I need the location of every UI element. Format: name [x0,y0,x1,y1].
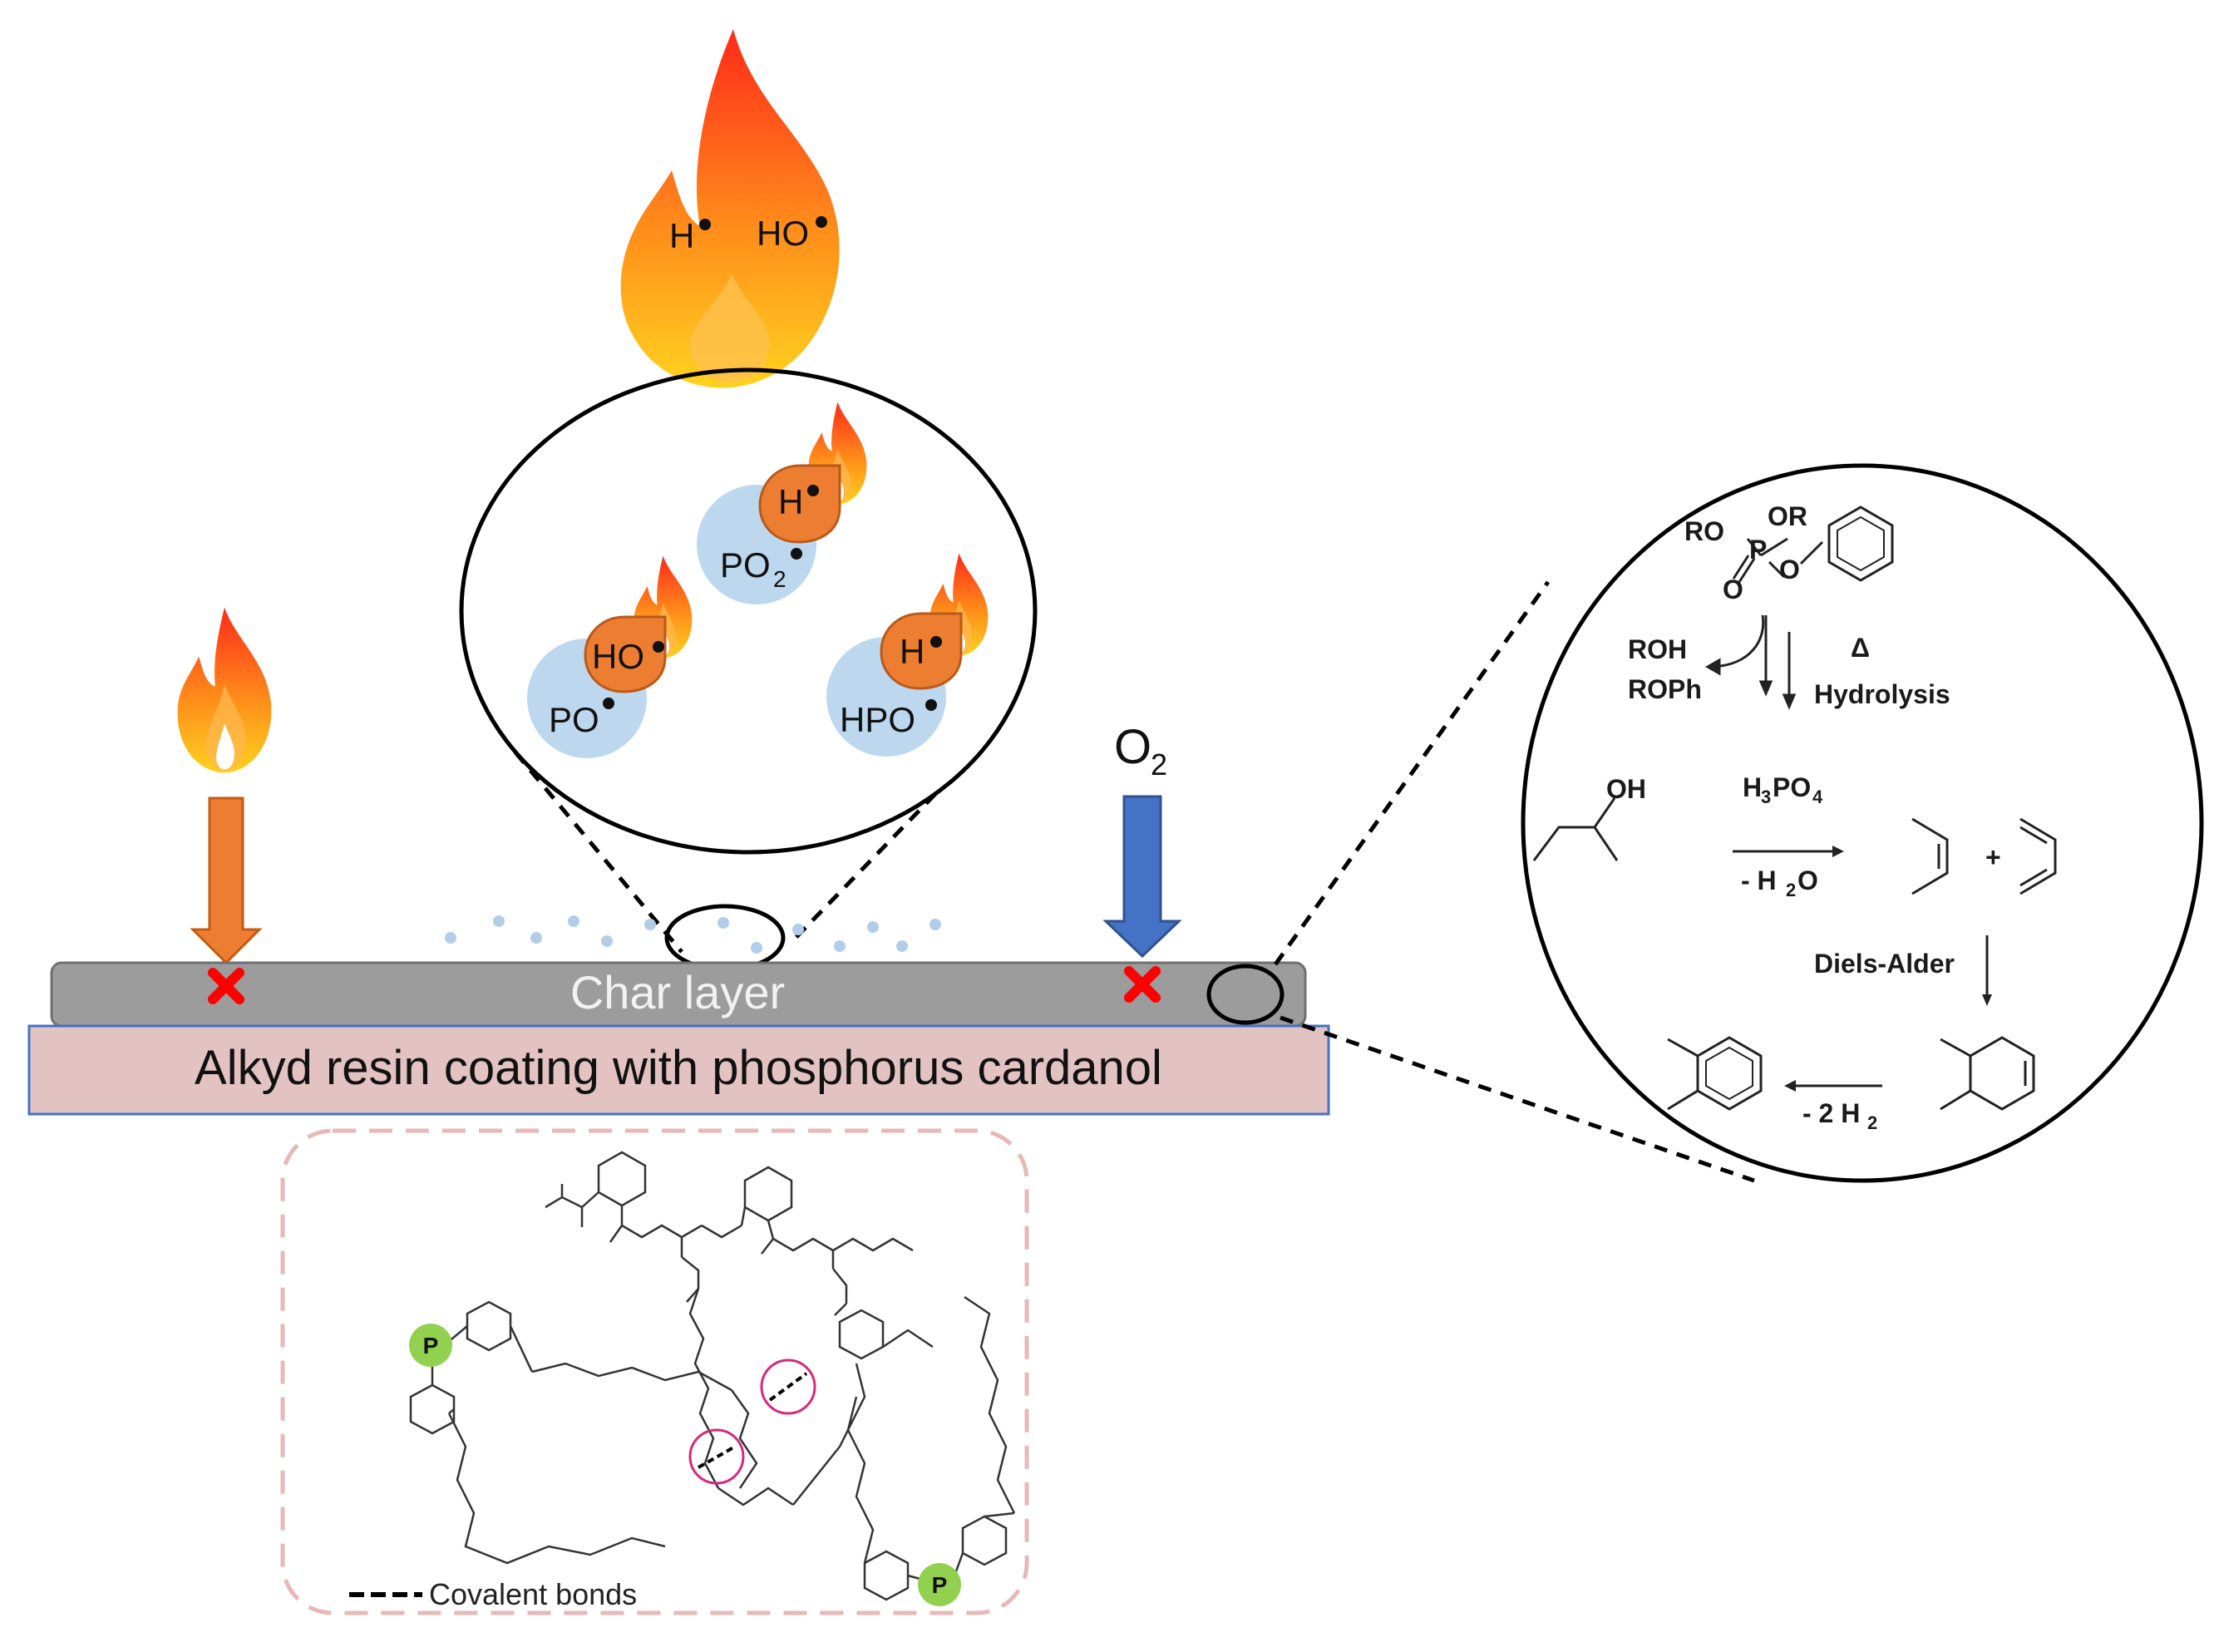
roh-label: ROH [1628,634,1687,664]
main-flame-icon [620,29,840,388]
condensed-phase-zoom: RO OR P O O ROH ROPh Δ Hydrolysis OH H 3… [1273,463,2204,1183]
flame-radical-h-dot [699,219,711,230]
oxygen-arrow [1102,795,1182,959]
gas-phase-particles [445,915,941,954]
acid-label-h: H [1743,772,1762,802]
oxygen-label: O [1114,720,1151,774]
zoom-connector-right [792,792,937,941]
radical-quenching-zoom: H PO 2 HO PO H HPO [459,367,1038,972]
phosphorus-node-label: P [932,1572,948,1598]
plus-sign: + [1985,842,2001,872]
quench-pair-hpo: H HPO [826,553,989,757]
zoom-connector-left [514,751,683,954]
zoom-circle-right [1521,463,2204,1183]
cyclohexene-structure [1940,1036,2035,1111]
zoom-connector-upper [1273,580,1551,966]
quencher-dot [791,548,802,560]
phosphorus-label: P [1749,535,1767,565]
char-layer-label: Char layer [570,966,785,1018]
hydrolysis-label: Hydrolysis [1814,679,1950,709]
minus-water-label: - H [1741,865,1777,895]
roph-label: ROPh [1628,674,1702,704]
cardanol-rings [409,1300,1015,1601]
flame-radical-h-label: H [669,216,694,255]
quencher-subscript: 2 [773,566,786,592]
legend-label: Covalent bonds [429,1577,637,1611]
hydroxyl-label: OH [1606,774,1646,804]
alkyd-backbone [545,1151,914,1360]
phosphate-ester-structure [1732,505,1894,583]
flame-radical-ho-label: HO [757,214,809,253]
phosphorus-node-label: P [423,1333,439,1359]
radical-drop [758,464,841,544]
butanol-structure [1532,797,1619,861]
crosslink-markers [688,1359,816,1485]
radical-dot [807,485,819,496]
coating-stack: Char layer Alkyd resin coating with phos… [27,961,1330,1116]
quencher-dot [925,699,937,711]
dashed-frame [280,1128,1029,1615]
crosslink-circle [688,1428,745,1485]
quench-pair-po2: H PO 2 [697,402,867,604]
ro-label: RO [1684,516,1724,546]
delta-label: Δ [1851,633,1870,663]
radical-dot [930,636,942,648]
quencher-label: PO [720,545,771,584]
main-flame: H HO [620,29,840,388]
diels-alder-label: Diels-Alder [1814,949,1955,979]
acid-subscript-2: 4 [1812,787,1823,807]
alkene-structures [1911,817,2057,895]
resin-layer [27,1024,1330,1116]
hydrolysis-arrows [1704,614,1797,710]
minus-hydrogen-subscript: 2 [1867,1112,1877,1133]
minus-water-subscript: 2 [1786,880,1796,900]
quench-pair-po: HO PO [527,555,693,758]
char-zoom-ellipse [1206,964,1285,1025]
radical-dot [653,641,664,653]
crosslink-circle [760,1359,816,1415]
radical-drop [584,615,667,693]
ester-oxygen-label: O [1779,555,1800,584]
zoom-circle-left [459,367,1038,855]
radical-label: H [900,632,925,671]
dehydration-arrowhead [1832,846,1844,857]
phosphorus-node-lower: P [907,1552,964,1606]
heat-blocked-x-icon [208,968,244,1004]
legend: Covalent bonds [349,1577,637,1611]
quencher-label: PO [549,700,599,739]
dehydrogenation-arrowhead [1784,1080,1796,1092]
minus-hydrogen-label: - 2 H [1802,1098,1860,1128]
radical-drop [880,612,963,690]
acid-label-po: PO [1773,772,1811,802]
xylene-structure [1667,1036,1763,1111]
minus-water-oxygen: O [1797,865,1818,895]
resin-layer-label: Alkyd resin coating with phosphorus card… [195,1041,1162,1095]
oxygen-blocked-x-icon [1124,966,1161,1003]
zoom-source-ellipse [664,904,786,972]
phosphorus-node-upper: P [409,1324,468,1385]
quencher-label: HPO [840,700,915,739]
diels-alder-arrowhead [1982,994,1992,1006]
heat-arrow [190,796,263,965]
radical-label: HO [592,637,644,676]
radical-label: H [778,482,803,521]
fatty-chains [447,1288,1016,1565]
main-flame-inner-icon [689,274,770,382]
flame-radical-ho-dot [816,216,827,228]
heat-flame-icon [177,607,272,773]
or-label: OR [1768,501,1807,531]
blocked-marks [208,966,1161,1004]
phosphoryl-oxygen-label: O [1723,575,1743,604]
acid-subscript-1: 3 [1761,787,1771,807]
oxygen-subscript: 2 [1151,747,1167,782]
quencher-dot [603,698,614,709]
polymer-structure-panel: P P Covalent bonds [280,1128,1029,1615]
